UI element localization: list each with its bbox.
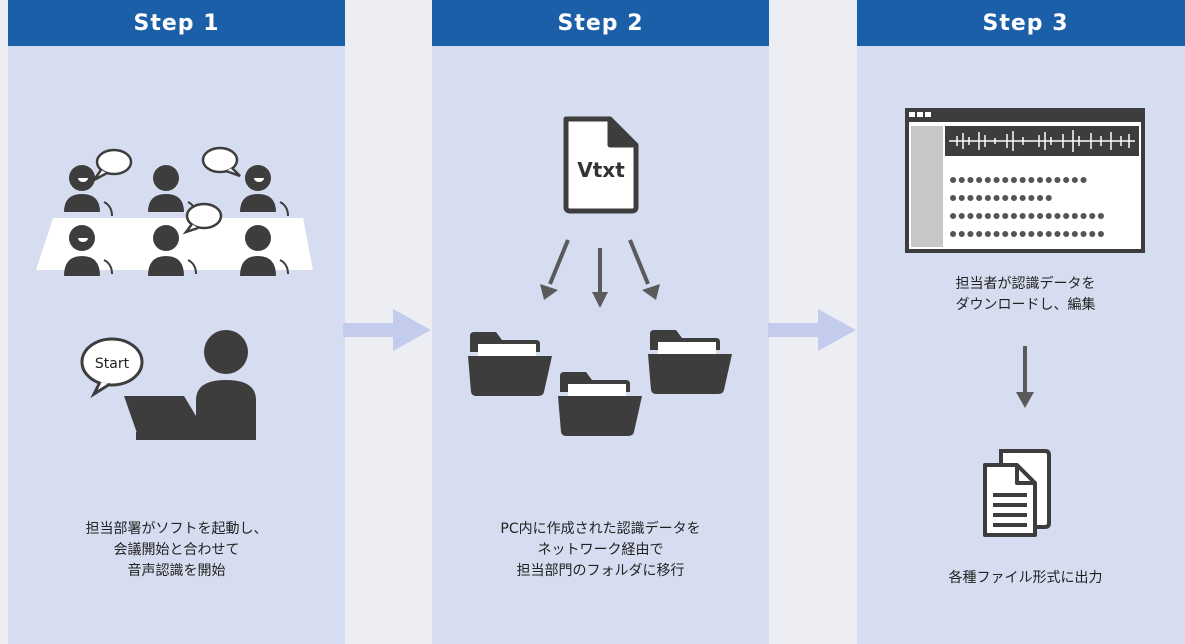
step-3-caption-bottom: 各種ファイル形式に出力 (948, 570, 1103, 586)
editor-window-icon (905, 108, 1145, 253)
speech-bubble-icon (95, 146, 239, 230)
step-2-panel: Step 2 Vtxt (432, 0, 769, 644)
step-2-title: Step 2 (432, 0, 769, 46)
start-bubble-text: Start (95, 356, 130, 372)
step-1-title: Step 1 (8, 0, 345, 46)
vtxt-file-icon: Vtxt (563, 116, 639, 214)
arrow-down-icon (1016, 346, 1034, 408)
step-1-panel: Step 1 (8, 0, 345, 644)
connector-arrow-1 (343, 309, 431, 351)
step-1-caption: 担当部署がソフトを起動し、 会議開始と合わせて 音声認識を開始 (85, 521, 268, 579)
step-3-caption-top: 担当者が認識データを ダウンロードし、編集 (955, 276, 1096, 313)
step-2-caption: PC内に作成された認識データを ネットワーク経由で 担当部門のフォルダに移行 (500, 521, 701, 579)
document-stack-icon (983, 449, 1051, 537)
folder-icon (468, 330, 732, 436)
meeting-people-icon (36, 146, 313, 276)
start-bubble (80, 337, 144, 387)
connector-arrow-2 (768, 309, 856, 351)
arrow-icon (540, 239, 660, 308)
step-3-panel: Step 3 担当者が認 (857, 0, 1185, 644)
step-3-title: Step 3 (857, 0, 1185, 46)
laptop-user-icon: Start (80, 330, 256, 440)
file-label: Vtxt (577, 158, 625, 182)
